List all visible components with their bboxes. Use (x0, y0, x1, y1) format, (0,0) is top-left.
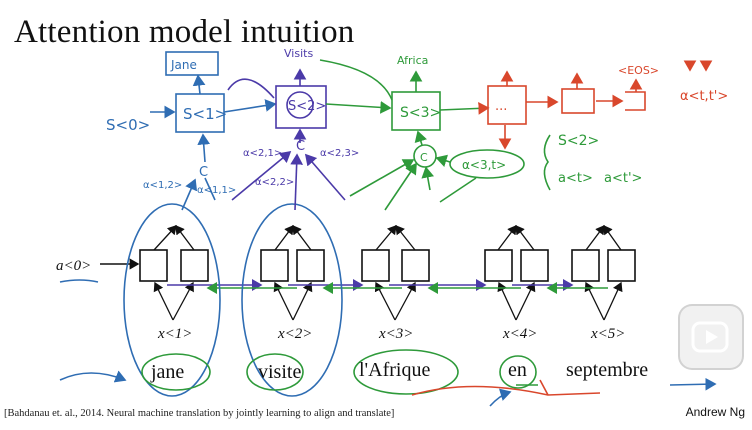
author-name: Andrew Ng (685, 405, 745, 419)
output-jane-box (165, 51, 219, 76)
dots-label: ... (495, 99, 507, 114)
red-annotations (411, 60, 713, 396)
word-group-2 (241, 203, 343, 397)
input-label-2: x<2> (277, 326, 312, 342)
s3-label: S<3> (400, 105, 441, 121)
s1-label: S<1> (183, 105, 227, 123)
input-label-4: x<4> (502, 326, 537, 342)
alpha-11-label: α<1,1> (197, 185, 236, 196)
green-annotations (141, 59, 551, 395)
encoder-cell-3a (361, 249, 390, 282)
alpha-3t-oval (449, 149, 525, 179)
recurrent-links (167, 279, 608, 294)
at-note-label: a<t> (558, 171, 593, 186)
s0-label: S<0> (106, 116, 150, 134)
encoder-cell-4a (484, 249, 513, 282)
alpha-22-label: α<2,2> (255, 177, 294, 188)
output-jane-label: Jane (170, 58, 197, 72)
alpha-21-label: α<2,1> (243, 148, 282, 159)
c2-label: C (296, 139, 305, 154)
encoder-cell-4b (520, 249, 549, 282)
slide-title: Attention model intuition (14, 14, 355, 50)
blue-annotations (59, 51, 717, 407)
word-oval-4 (499, 355, 537, 389)
eos-label: <EOS> (618, 64, 659, 77)
input-label-3: x<3> (378, 326, 413, 342)
encoder-cell-1b (180, 249, 209, 282)
play-icon (691, 321, 729, 353)
word-visite: visite (258, 361, 301, 383)
c1-label: C (199, 165, 208, 180)
s2-label: S<2> (288, 99, 326, 114)
encoder-cells (139, 249, 636, 282)
decoder-state-s2 (275, 85, 327, 129)
input-label-1: x<1> (157, 326, 192, 342)
alpha-12-label: α<1,2> (143, 180, 182, 191)
alpha-3t-label: α<3,t> (462, 158, 506, 172)
word-jane: jane (150, 361, 184, 383)
alpha-23-label: α<2,3> (320, 148, 359, 159)
play-button[interactable] (678, 304, 744, 370)
encoder-cell-2b (296, 249, 325, 282)
c3-label: C (420, 151, 428, 164)
word-oval-1 (141, 353, 211, 391)
word-en: en (508, 359, 527, 381)
initial-activation-label: a<0> (56, 258, 91, 274)
alpha-general-label: α<t,t'> (680, 89, 728, 104)
output-arrows (153, 224, 622, 251)
word-lafrique: l'Afrique (359, 359, 430, 381)
word-oval-3 (353, 349, 459, 395)
input-label-5: x<5> (590, 326, 625, 342)
input-arrows (153, 281, 623, 321)
encoder-cell-3b (401, 249, 430, 282)
word-septembre: septembre (566, 359, 648, 381)
purple-annotations (227, 68, 346, 211)
decoder-state-next (561, 88, 595, 114)
encoder-cell-5b (607, 249, 636, 282)
output-visits-label: Visits (284, 47, 313, 60)
word-oval-2 (246, 353, 304, 391)
encoder-cell-2a (260, 249, 289, 282)
citation: [Bahdanau et. al., 2014. Neural machine … (4, 408, 395, 419)
s2-note-label: S<2> (558, 133, 599, 149)
word-group-1 (123, 203, 221, 397)
encoder-cell-1a (139, 249, 168, 282)
encoder-cell-5a (571, 249, 600, 282)
diagram-labels: a<0> x<1> x<2> x<3> x<4> x<5> jane visit… (56, 47, 728, 383)
output-africa-label: Africa (397, 54, 428, 67)
atp-note-label: a<t'> (604, 171, 642, 186)
